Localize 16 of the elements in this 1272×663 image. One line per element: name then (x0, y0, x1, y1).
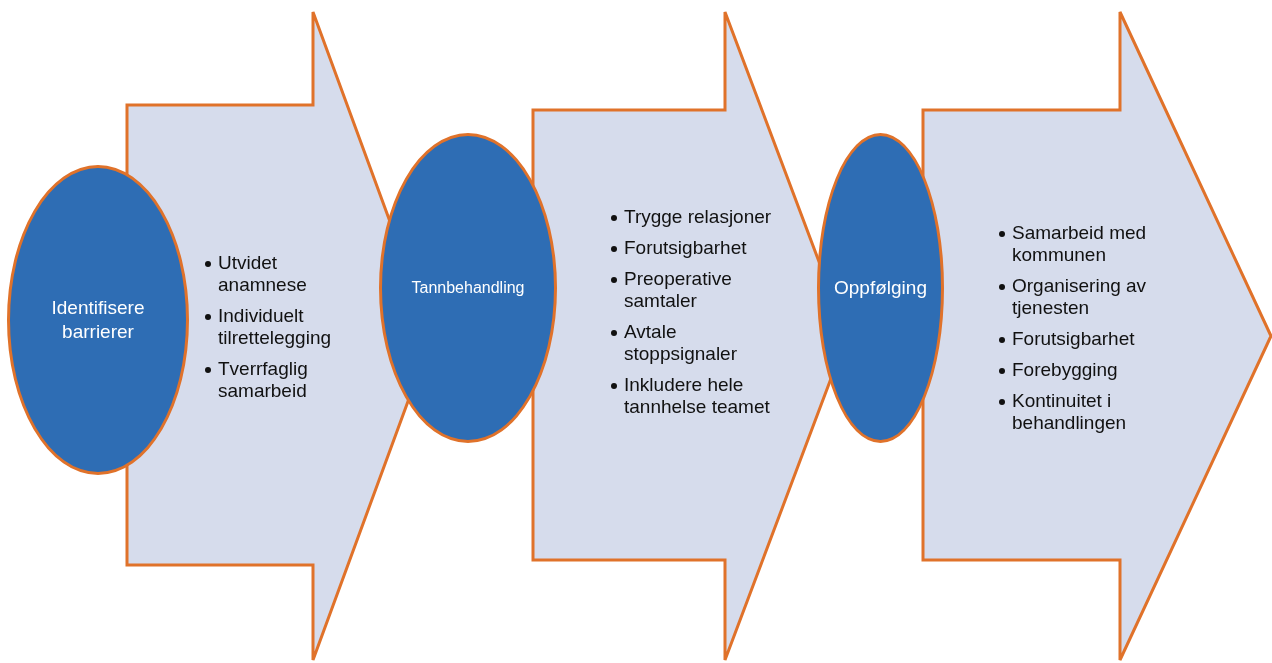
bullet-item: Kontinuitet i behandlingen (999, 390, 1169, 434)
bullet-item: Forutsigbarhet (611, 237, 786, 259)
bullet-item: Avtale stoppsignaler (611, 321, 786, 365)
bullet-item: Utvidet anamnese (205, 252, 365, 296)
bullet-item: Individuelt tilrettelegging (205, 305, 365, 349)
stage-title: Tannbehandling (410, 278, 526, 298)
bullet-item: Tverrfaglig samarbeid (205, 358, 365, 402)
bullet-item: Inkludere hele tannhelse teamet (611, 374, 786, 418)
bullet-item: Forutsigbarhet (999, 328, 1169, 350)
bullet-item: Trygge relasjoner (611, 206, 786, 228)
bullet-item: Forebygging (999, 359, 1169, 381)
stage-title: Oppfølging (833, 276, 928, 300)
stage-title: Identifisere barrierer (50, 296, 146, 344)
bullet-item: Organisering av tjenesten (999, 275, 1169, 319)
bullet-item: Samarbeid med kommunen (999, 222, 1169, 266)
bullet-item: Preoperative samtaler (611, 268, 786, 312)
